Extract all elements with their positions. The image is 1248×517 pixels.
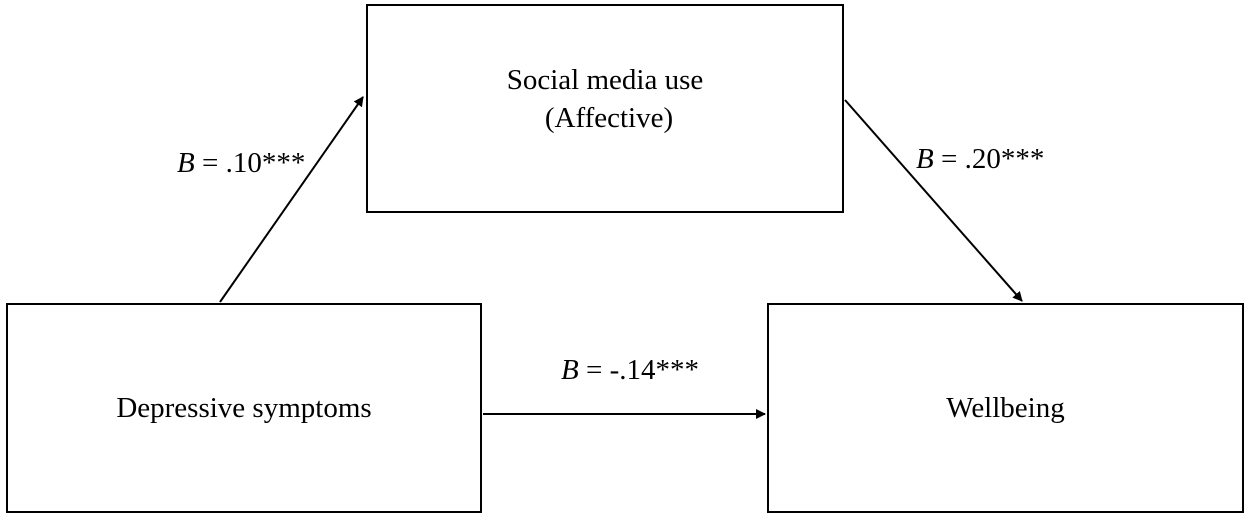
path-c-coefficient: B = -.14***: [561, 353, 699, 387]
predictor-label: Depressive symptoms: [116, 392, 372, 424]
path-a-arrow: [219, 96, 364, 303]
path-c-coef-symbol: B: [561, 354, 579, 386]
mediator-label-line2: (Affective): [544, 101, 674, 134]
path-b-coefficient: B = .20***: [916, 142, 1044, 176]
mediator-node: Social media use (Affective): [366, 4, 844, 213]
mediator-label: Social media use (Affective): [507, 61, 704, 137]
path-b-arrow: [844, 99, 1023, 302]
path-c-coef-value: = -.14***: [578, 354, 699, 386]
path-a-coef-value: = .10***: [194, 147, 306, 179]
path-b-coef-symbol: B: [916, 143, 934, 175]
predictor-node: Depressive symptoms: [6, 303, 482, 513]
path-a-coef-symbol: B: [177, 147, 195, 179]
mediator-label-line1: Social media use: [506, 63, 704, 96]
outcome-node: Wellbeing: [767, 303, 1244, 513]
outcome-label: Wellbeing: [946, 392, 1065, 424]
path-b-coef-value: = .20***: [933, 143, 1045, 175]
path-a-coefficient: B = .10***: [177, 146, 305, 180]
